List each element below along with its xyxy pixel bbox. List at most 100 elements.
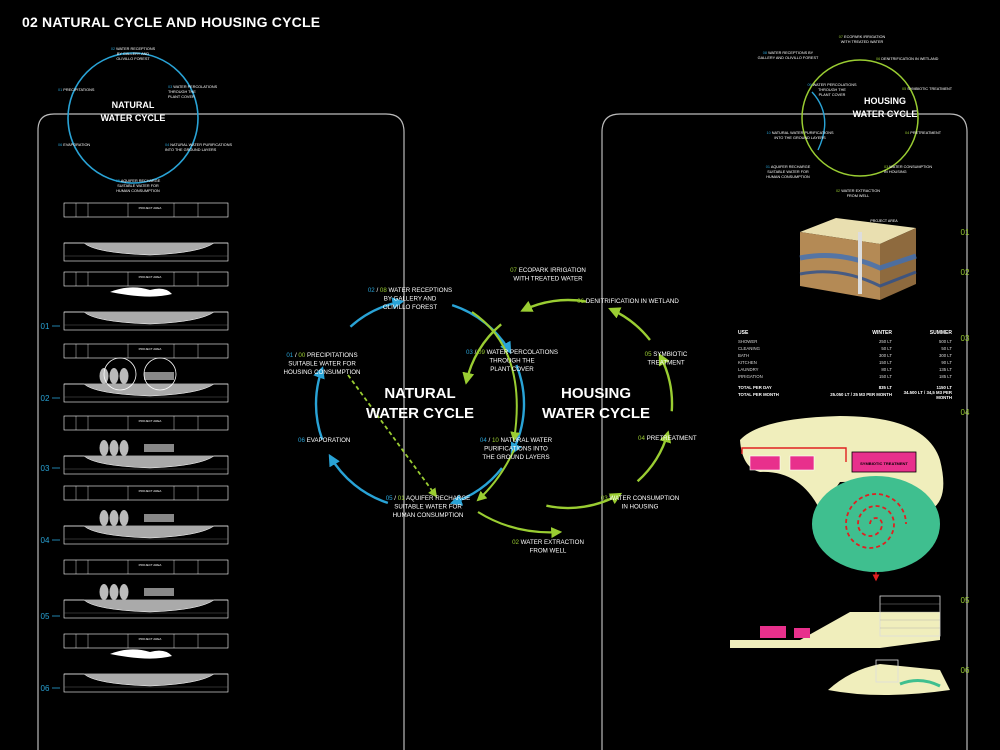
- step-text: SYMBIOTIC TREATMENT: [906, 87, 953, 91]
- step-text: WATER CONSUMPTION: [608, 495, 680, 502]
- left-step-marker: 06: [41, 684, 50, 693]
- aquifer-band: [799, 253, 917, 271]
- section-label: PROJECT AREA: [139, 419, 162, 423]
- housing-cycle-arrow: [658, 353, 674, 412]
- step-text: PRECIPITATIONS: [62, 88, 95, 92]
- cloud-shape: [110, 649, 172, 659]
- table-header-cell: WINTER: [872, 330, 892, 336]
- table-cell: LAUNDRY: [738, 367, 759, 372]
- table-total-month: TOTAL PER MONTH 25.050 LT / 25 M3 PER MON…: [738, 390, 952, 400]
- table-cell: 25.050 LT / 25 M3 PER MONTH: [830, 392, 892, 397]
- step-first-line: 04 PRETREATMENT: [638, 435, 697, 442]
- highlight-circle: [103, 357, 137, 391]
- natural-cycle-arrow: [510, 364, 526, 455]
- step-number: 00: [298, 352, 305, 359]
- tank-shape: [760, 626, 786, 638]
- step-text: PRECIPITATIONS: [305, 352, 357, 359]
- section-06-graphic: [828, 659, 950, 695]
- step-number: 02: [111, 47, 115, 51]
- housing-extraction-arrow: [477, 511, 563, 539]
- table-cell: 80 LT: [881, 367, 892, 372]
- step-text: WITH TREATED WATER: [513, 276, 583, 283]
- step-first-line: 04 / 10 NATURAL WATER: [480, 437, 553, 444]
- step-text: TREATMENT: [647, 360, 685, 367]
- step-text: HUMAN CONSUMPTION: [766, 175, 810, 179]
- small-step-label: 05 SYMBIOTIC TREATMENT: [902, 87, 953, 91]
- right-step-marker: 01: [961, 228, 970, 237]
- step-text: OLIVILLO FOREST: [383, 304, 438, 311]
- step-text: AQUIFER RECHARGE: [405, 495, 471, 502]
- step-text: NATURAL WATER: [499, 437, 553, 444]
- step-text: SUITABLE WATER FOR: [288, 361, 356, 368]
- housing-overlap-arrow: [476, 449, 515, 502]
- step-number: 10: [492, 437, 499, 444]
- small-step-first-line: 08 WATER RECEPTIONS BY: [763, 51, 814, 55]
- step-number: 10: [766, 131, 770, 135]
- terrain-shape: [730, 612, 940, 648]
- treatment-label: SYMBIOTIC TREATMENT: [860, 461, 908, 466]
- step-text: INTO THE GROUND LAYERS: [165, 148, 217, 152]
- section-label: PROJECT AREA: [139, 637, 162, 641]
- step-number: 03: [601, 495, 608, 502]
- section-label: PROJECT AREA: [139, 563, 162, 567]
- step-text: WATER EXTRACTION: [519, 539, 584, 546]
- tree-shape: [99, 584, 109, 600]
- table-cell: 185 LT: [938, 374, 952, 379]
- table-cell: TOTAL PER MONTH: [738, 392, 779, 397]
- step-text: PURIFICATIONS INTO: [484, 446, 548, 453]
- housing-cycle-title: WATER CYCLE: [542, 405, 650, 422]
- housing-cycle-title: HOUSING: [561, 385, 631, 402]
- small-step-first-line: 03 WATER CONSUMPTION: [884, 165, 932, 169]
- table-cell: 300 LT: [938, 353, 952, 358]
- left-step-marker: 03: [41, 464, 50, 473]
- step-text: THROUGH THE: [489, 358, 534, 365]
- tree-shape: [119, 510, 129, 526]
- section-header-box: [63, 202, 229, 218]
- wetland-ellipse: [812, 476, 940, 572]
- table-cell: BATH: [738, 353, 750, 358]
- step-first-line: 05 SYMBIOTIC: [645, 351, 688, 358]
- tank-shape: [794, 628, 810, 638]
- small-natural-title: NATURAL: [112, 100, 155, 110]
- step-text: SUITABLE WATER FOR: [394, 504, 462, 511]
- right-step-marker: 06: [961, 666, 970, 675]
- step-number: 03: [168, 85, 172, 89]
- natural-cycle-title: WATER CYCLE: [366, 405, 474, 422]
- step-first-line: 06 EVAPORATION: [298, 437, 350, 444]
- step-number: 08: [380, 287, 387, 294]
- table-cell: KITCHEN: [738, 360, 757, 365]
- pretreatment-tank: [789, 455, 815, 471]
- step-label: 05 / 01 AQUIFER RECHARGE SUITABLE WATER F…: [386, 495, 471, 519]
- housing-cycle-arrow: [462, 323, 502, 385]
- small-housing-circle: [801, 59, 919, 177]
- small-step-first-line: 10 NATURAL WATER PURIFICATIONS: [766, 131, 833, 135]
- step-number: 05: [645, 351, 652, 358]
- tree-shape: [109, 510, 119, 526]
- section-terrain: [64, 599, 228, 613]
- small-step-first-line: 06 DENITRIFICATION IN WETLAND: [876, 57, 939, 61]
- step-number: 01: [58, 88, 62, 92]
- table-cell: 835 LT: [878, 385, 892, 390]
- step-number: 01: [286, 352, 293, 359]
- table-cell: 50 LT: [941, 346, 952, 351]
- table-row: LAUNDRY 80 LT 135 LT: [738, 366, 952, 373]
- small-step-first-line: 01 AQUIFER RECHARGE: [766, 165, 811, 169]
- section-header-box: [63, 271, 229, 287]
- right-frame: [601, 113, 968, 750]
- small-step-first-line: 06 EVAPORATION: [58, 143, 90, 147]
- step-first-line: 05 / 01 AQUIFER RECHARGE: [386, 495, 471, 502]
- housing-overlap-arrow: [471, 311, 521, 442]
- step-text: PLANT COVER: [490, 366, 534, 373]
- section-header-box: [63, 415, 229, 431]
- small-step-first-line: 05 AQUIFER RECHARGE: [116, 179, 161, 183]
- step-text: PLANT COVER: [819, 93, 846, 97]
- table-cell: TOTAL PER DAY: [738, 385, 772, 390]
- table-cell: 135 LT: [938, 367, 952, 372]
- ground-section-1: PROJECT AREA: [63, 202, 229, 262]
